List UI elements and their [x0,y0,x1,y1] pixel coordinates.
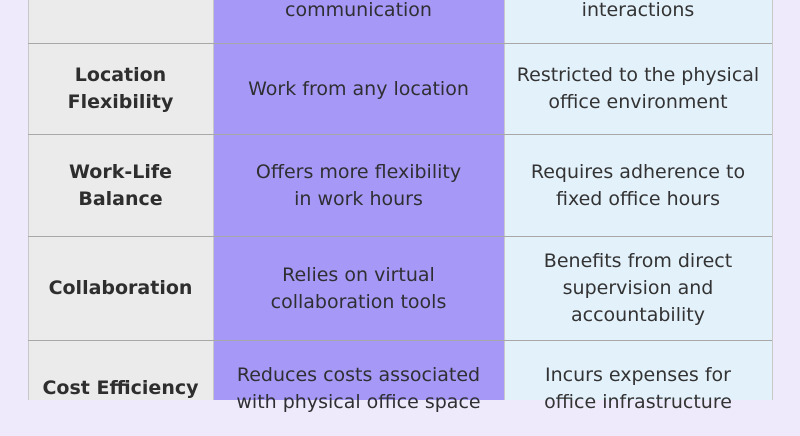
criterion-cell: Location Flexibility [28,44,213,134]
remote-cell: Offers more flexibility in work hours [213,135,504,236]
cell-text: Restricted to the physical [516,64,760,86]
cell-text: with physical office space [236,390,481,413]
cell-text: in work hours [294,187,423,210]
office-cell: Requires adherence to fixed office hours [504,135,772,236]
row-divider [28,43,772,44]
cell-text: Benefits from direct [543,250,733,272]
cell-text: Collaboration [48,277,193,299]
cell-text: collaboration tools [270,290,447,313]
cell-text: Balance [78,187,163,210]
cell-text: office environment [548,91,728,113]
cell-text: Work-Life [69,160,172,183]
remote-cell: Relies on virtual collaboration tools [213,237,504,340]
remote-column [213,0,504,400]
remote-cell: communication [213,0,504,30]
criterion-column [28,0,213,400]
cell-text: accountability [571,304,705,326]
office-column [504,0,772,400]
cell-text: communication [285,0,432,21]
criterion-cell: Collaboration [28,237,213,340]
comparison-table: communication interactions Location Flex… [28,0,773,413]
cell-text: interactions [581,0,695,21]
column-divider [772,0,773,400]
office-cell: Incurs expenses for office infrastructur… [504,341,772,436]
cell-text: fixed office hours [555,187,720,210]
office-cell: Benefits from direct supervision and acc… [504,237,772,340]
cell-text: Relies on virtual [282,263,435,286]
cell-text: Incurs expenses for [545,363,731,386]
cell-text: supervision and [562,277,714,299]
row-divider [28,236,772,237]
column-divider [213,0,214,400]
cell-text: Reduces costs associated [236,363,481,386]
cell-text: office infrastructure [544,390,732,413]
row-divider [28,134,772,135]
remote-cell: Work from any location [213,44,504,134]
cell-text: Work from any location [248,77,469,100]
criterion-cell: Work-Life Balance [28,135,213,236]
cell-text: Flexibility [67,91,174,113]
column-divider [504,0,505,400]
cell-text: Cost Efficiency [42,377,199,399]
criterion-cell: Cost Efficiency [28,341,213,436]
cell-text: Location [74,64,167,86]
office-cell: interactions [504,0,772,30]
cell-text: Offers more flexibility [255,160,462,183]
column-divider [28,0,29,400]
cell-text: Requires adherence to [530,160,746,183]
office-cell: Restricted to the physical office enviro… [504,44,772,134]
remote-cell: Reduces costs associated with physical o… [213,341,504,436]
row-divider [28,340,772,341]
